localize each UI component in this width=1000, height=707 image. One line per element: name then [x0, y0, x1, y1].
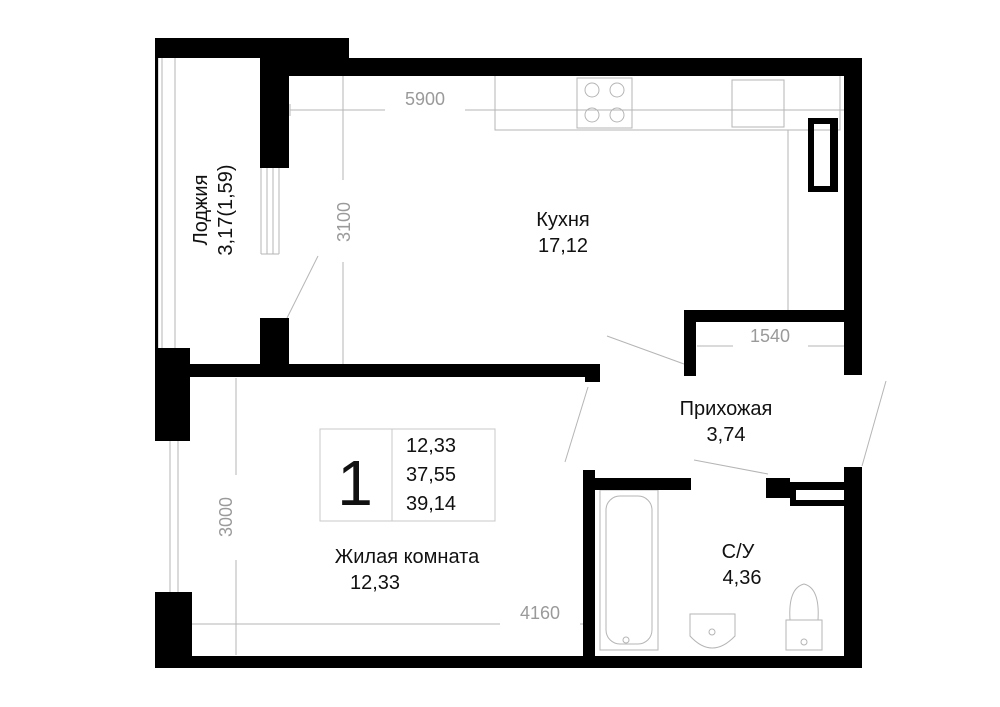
dim-living-width: 4160: [520, 603, 560, 623]
hallway-area: 3,74: [707, 424, 746, 446]
dim-kitchen-width: 5900: [405, 89, 445, 109]
living-name: Жилая комната: [335, 546, 480, 568]
dim-hall-width: 1540: [750, 326, 790, 346]
kitchen-name: Кухня: [536, 209, 590, 231]
kitchen-area: 17,12: [538, 235, 588, 257]
badge-living-area: 12,33: [406, 435, 456, 457]
badge-total-with-loggia: 39,14: [406, 493, 456, 515]
living-area: 12,33: [350, 572, 400, 594]
loggia-area: 3,17(1,59): [215, 164, 237, 255]
badge-rooms-count: 1: [337, 447, 373, 519]
badge-total-area: 37,55: [406, 464, 456, 486]
dim-living-depth: 3000: [216, 497, 236, 537]
area-badge: 1 12,33 37,55 39,14: [319, 428, 496, 522]
loggia-edge: [155, 40, 158, 350]
bathroom-name: С/У: [722, 541, 755, 563]
hallway-name: Прихожая: [680, 398, 773, 420]
dim-kitchen-depth: 3100: [334, 202, 354, 242]
loggia-name: Лоджия: [190, 175, 212, 246]
walls: [155, 38, 862, 668]
bathroom-area: 4,36: [723, 567, 762, 589]
